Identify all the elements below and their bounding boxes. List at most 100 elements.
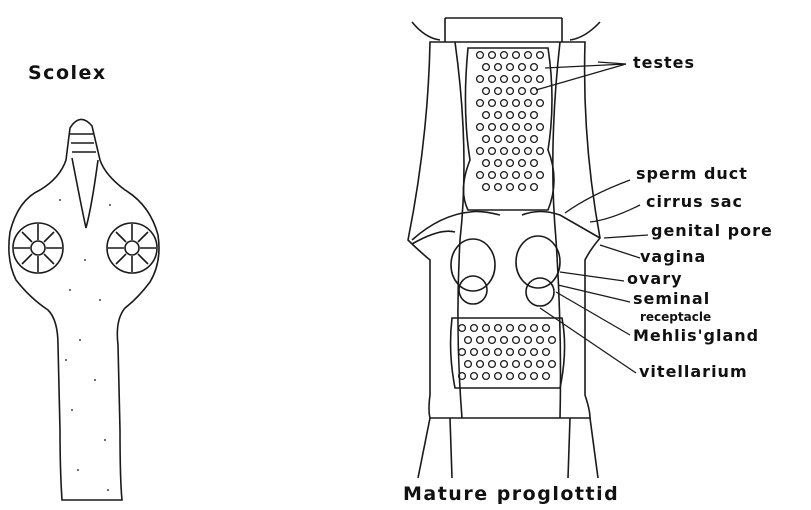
vitelline-follicle [507, 325, 514, 332]
testis-follicle [537, 148, 544, 155]
vitelline-follicle [519, 373, 526, 380]
testis-follicle [483, 112, 490, 119]
vitelline-follicle [525, 337, 532, 344]
proglottid-drawing [408, 18, 600, 478]
vitelline-follicle [513, 361, 520, 368]
testis-follicle [531, 160, 538, 167]
vitelline-follicle [483, 325, 490, 332]
testis-follicle [513, 52, 520, 59]
vitelline-follicle [477, 337, 484, 344]
testis-follicle [507, 184, 514, 191]
testis-follicle [507, 88, 514, 95]
testis-follicle [489, 148, 496, 155]
vitelline-follicle [543, 349, 550, 356]
label-mehlis-gland: Mehlis'gland [633, 326, 759, 345]
label-vitellarium: vitellarium [639, 362, 748, 381]
testis-follicle [501, 76, 508, 83]
testis-follicle [507, 64, 514, 71]
testis-follicle [513, 124, 520, 131]
label-ovary: ovary [627, 269, 683, 288]
testis-follicle [477, 100, 484, 107]
scolex-drawing [9, 119, 159, 500]
testis-follicle [489, 172, 496, 179]
testis-follicle [477, 124, 484, 131]
testis-follicle [495, 88, 502, 95]
vitelline-follicle [465, 337, 472, 344]
testis-follicle [507, 160, 514, 167]
testes-follicles [477, 52, 544, 191]
testis-follicle [483, 160, 490, 167]
label-vagina: vagina [640, 247, 706, 266]
testis-follicle [525, 148, 532, 155]
testis-follicle [525, 124, 532, 131]
testis-follicle [537, 124, 544, 131]
testis-follicle [501, 172, 508, 179]
vitelline-follicle [525, 361, 532, 368]
testis-follicle [483, 88, 490, 95]
testis-follicle [501, 124, 508, 131]
testis-follicle [531, 64, 538, 71]
testis-follicle [477, 52, 484, 59]
testis-follicle [483, 184, 490, 191]
testis-follicle [501, 148, 508, 155]
testis-follicle [519, 88, 526, 95]
testis-follicle [477, 172, 484, 179]
label-genital-pore: genital pore [651, 221, 773, 240]
vitelline-follicle [531, 325, 538, 332]
testis-follicle [531, 136, 538, 143]
vitelline-follicle [495, 349, 502, 356]
vitelline-follicle [531, 349, 538, 356]
testis-follicle [519, 112, 526, 119]
testis-follicle [513, 76, 520, 83]
vitelline-follicle [459, 349, 466, 356]
label-sperm-duct: sperm duct [636, 164, 748, 183]
vitelline-follicle [471, 373, 478, 380]
testis-follicle [525, 172, 532, 179]
testis-follicle [537, 172, 544, 179]
sucker-left [13, 223, 63, 273]
testis-follicle [513, 100, 520, 107]
leader-lines [536, 62, 648, 373]
testis-follicle [489, 100, 496, 107]
vitelline-follicle [549, 337, 556, 344]
testis-follicle [495, 136, 502, 143]
testis-follicle [495, 184, 502, 191]
testis-follicle [537, 52, 544, 59]
testis-follicle [495, 112, 502, 119]
testis-follicle [507, 112, 514, 119]
testis-follicle [513, 172, 520, 179]
vitelline-follicle [495, 325, 502, 332]
label-cirrus-sac: cirrus sac [646, 192, 743, 211]
testis-follicle [489, 52, 496, 59]
vitelline-follicle [537, 337, 544, 344]
sucker-right [107, 223, 157, 273]
vitelline-follicle [501, 361, 508, 368]
vitelline-follicle [507, 373, 514, 380]
vitelline-follicle [471, 325, 478, 332]
vitelline-follicle [549, 361, 556, 368]
vitelline-follicle [507, 349, 514, 356]
proglottid-title: Mature proglottid [403, 483, 619, 505]
testis-follicle [513, 148, 520, 155]
testis-follicle [519, 160, 526, 167]
scolex-title: Scolex [28, 62, 107, 84]
vitelline-follicle [519, 325, 526, 332]
testis-follicle [507, 136, 514, 143]
testis-follicle [519, 136, 526, 143]
testis-follicle [531, 88, 538, 95]
vitelline-follicle [543, 373, 550, 380]
testis-follicle [501, 100, 508, 107]
testis-follicle [477, 76, 484, 83]
testis-follicle [489, 76, 496, 83]
vitelline-follicle [459, 325, 466, 332]
vitelline-follicle [519, 349, 526, 356]
testis-follicle [495, 64, 502, 71]
testis-follicle [525, 100, 532, 107]
vitelline-follicle [489, 361, 496, 368]
vitelline-follicle [495, 373, 502, 380]
vitelline-follicle [477, 361, 484, 368]
testis-follicle [537, 76, 544, 83]
vitelline-follicle [531, 373, 538, 380]
vitelline-follicle [501, 337, 508, 344]
vitelline-follicle [483, 373, 490, 380]
